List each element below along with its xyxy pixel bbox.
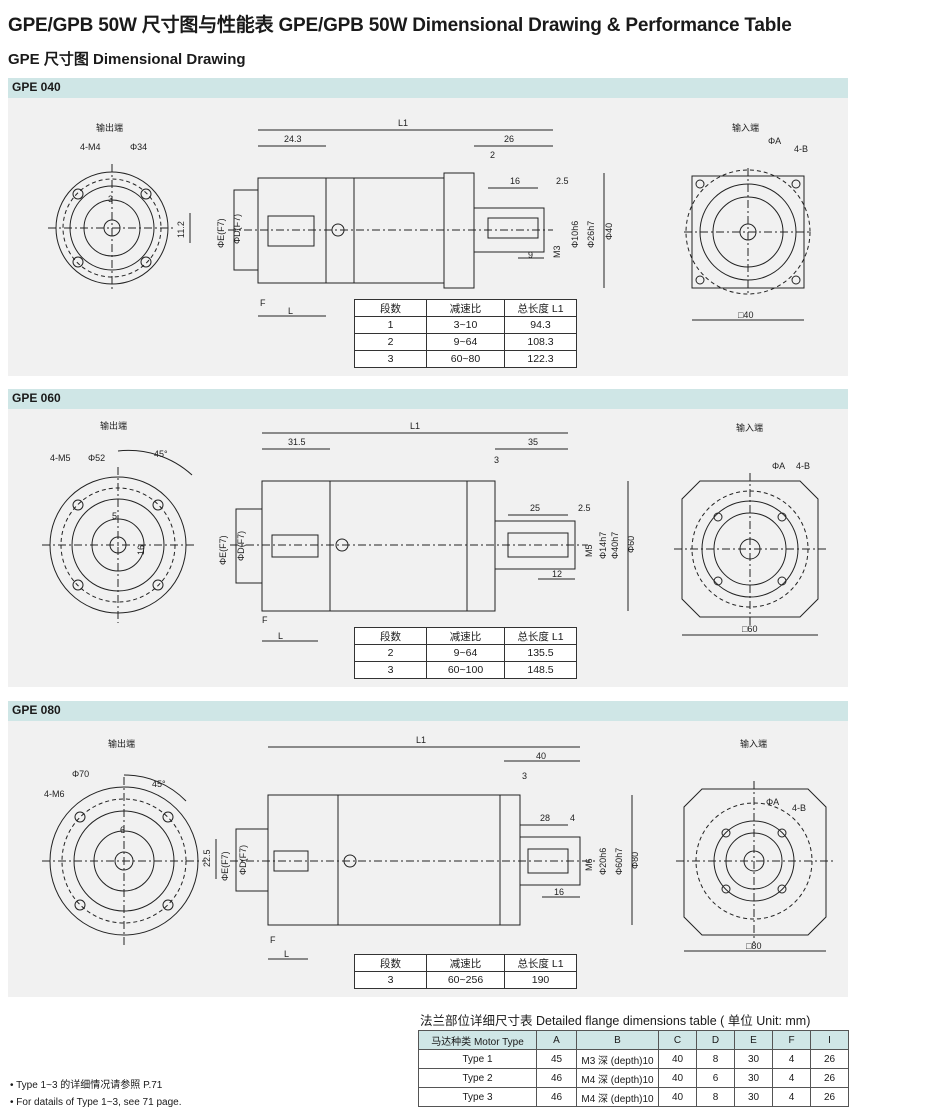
svg-text:2: 2 [490,150,495,160]
svg-text:L1: L1 [398,118,408,128]
svg-text:ΦD(F7): ΦD(F7) [232,214,242,244]
svg-text:M6: M6 [584,858,594,871]
svg-text:输出端: 输出端 [96,122,123,133]
svg-text:Φ26h7: Φ26h7 [586,221,596,248]
svg-text:L: L [284,949,289,959]
svg-text:31.5: 31.5 [288,437,306,447]
svg-text:4-B: 4-B [796,461,810,471]
svg-text:Φ60: Φ60 [626,536,636,553]
svg-text:45°: 45° [154,449,168,459]
svg-text:M5: M5 [584,544,594,557]
svg-text:2.5: 2.5 [556,176,569,186]
svg-text:4-M4: 4-M4 [80,142,101,152]
svg-text:6: 6 [120,825,125,835]
svg-text:3: 3 [522,771,527,781]
svg-text:ΦD(F7): ΦD(F7) [238,845,248,875]
svg-text:□40: □40 [738,310,753,320]
svg-text:输出端: 输出端 [108,738,135,749]
svg-text:45°: 45° [152,779,166,789]
svg-text:□80: □80 [746,941,761,951]
drawing-gpe040: 输出端 4-M4 Φ34 3 11.2 L1 24.3 26 2 16 2.5 … [48,118,812,321]
svg-text:输入端: 输入端 [736,422,763,433]
svg-text:Φ70: Φ70 [72,769,89,779]
section-header-gpe080: GPE 080 [8,701,848,721]
svg-text:L1: L1 [416,735,426,745]
drawing-gpe060: 输出端 4-M5 Φ52 45° 5 16 L1 31.5 35 3 25 2.… [42,420,826,642]
svg-text:ΦA: ΦA [772,461,785,471]
svg-text:Φ20h6: Φ20h6 [598,848,608,875]
svg-text:ΦD(F7): ΦD(F7) [236,531,246,561]
svg-text:4-M5: 4-M5 [50,453,71,463]
svg-text:16: 16 [554,887,564,897]
svg-text:Φ10h6: Φ10h6 [570,221,580,248]
page-title: GPE/GPB 50W 尺寸图与性能表 GPE/GPB 50W Dimensio… [8,15,792,36]
section-header-gpe040: GPE 040 [8,78,848,98]
svg-text:ΦE(F7): ΦE(F7) [220,851,230,881]
svg-text:40: 40 [536,751,546,761]
svg-text:Φ80: Φ80 [630,852,640,869]
svg-text:28: 28 [540,813,550,823]
svg-text:3: 3 [494,455,499,465]
svg-text:24.3: 24.3 [284,134,302,144]
svg-text:4-M6: 4-M6 [44,789,65,799]
svg-text:输入端: 输入端 [740,738,767,749]
svg-text:9: 9 [528,250,533,260]
svg-text:4: 4 [570,813,575,823]
svg-text:Φ40: Φ40 [604,223,614,240]
svg-text:□60: □60 [742,624,757,634]
svg-text:ΦE(F7): ΦE(F7) [216,218,226,248]
svg-text:F: F [260,298,266,308]
svg-text:L: L [288,306,293,316]
svg-text:2.5: 2.5 [578,503,591,513]
note-cn: • Type 1~3 的详细情况请参照 P.71 [10,1080,163,1091]
svg-text:3: 3 [108,194,113,204]
svg-text:22.5: 22.5 [202,849,212,867]
svg-text:26: 26 [504,134,514,144]
svg-text:输入端: 输入端 [732,122,759,133]
svg-text:11.2: 11.2 [176,221,186,238]
svg-text:L: L [278,631,283,641]
svg-text:12: 12 [552,569,562,579]
svg-text:ΦA: ΦA [766,797,779,807]
svg-text:输出端: 输出端 [100,420,127,431]
svg-text:25: 25 [530,503,540,513]
svg-text:F: F [270,935,276,945]
svg-text:Φ40h7: Φ40h7 [610,532,620,559]
svg-text:Φ52: Φ52 [88,453,105,463]
svg-text:L1: L1 [410,421,420,431]
svg-text:Φ60h7: Φ60h7 [614,848,624,875]
svg-text:16: 16 [510,176,520,186]
flange-table-title: 法兰部位详细尺寸表 Detailed flange dimensions tab… [420,1014,811,1028]
drawing-gpe080: 输出端 Φ70 4-M6 45° 6 22.5 L1 40 3 28 4 16 … [42,735,834,960]
svg-text:F: F [262,615,268,625]
svg-text:Φ34: Φ34 [130,142,147,152]
page-subtitle: GPE 尺寸图 Dimensional Drawing [8,51,246,68]
section-header-gpe060: GPE 060 [8,389,848,409]
svg-text:16: 16 [136,545,146,555]
svg-text:ΦA: ΦA [768,136,781,146]
svg-text:ΦE(F7): ΦE(F7) [218,535,228,565]
svg-text:4-B: 4-B [794,144,808,154]
svg-text:4-B: 4-B [792,803,806,813]
svg-text:35: 35 [528,437,538,447]
svg-text:M3: M3 [552,245,562,258]
section-panel-gpe080: 输出端 Φ70 4-M6 45° 6 22.5 L1 40 3 28 4 16 … [8,721,848,997]
svg-text:5: 5 [112,511,117,521]
note-en: • For datails of Type 1~3, see 71 page. [10,1097,182,1108]
svg-text:Φ14h7: Φ14h7 [598,532,608,559]
